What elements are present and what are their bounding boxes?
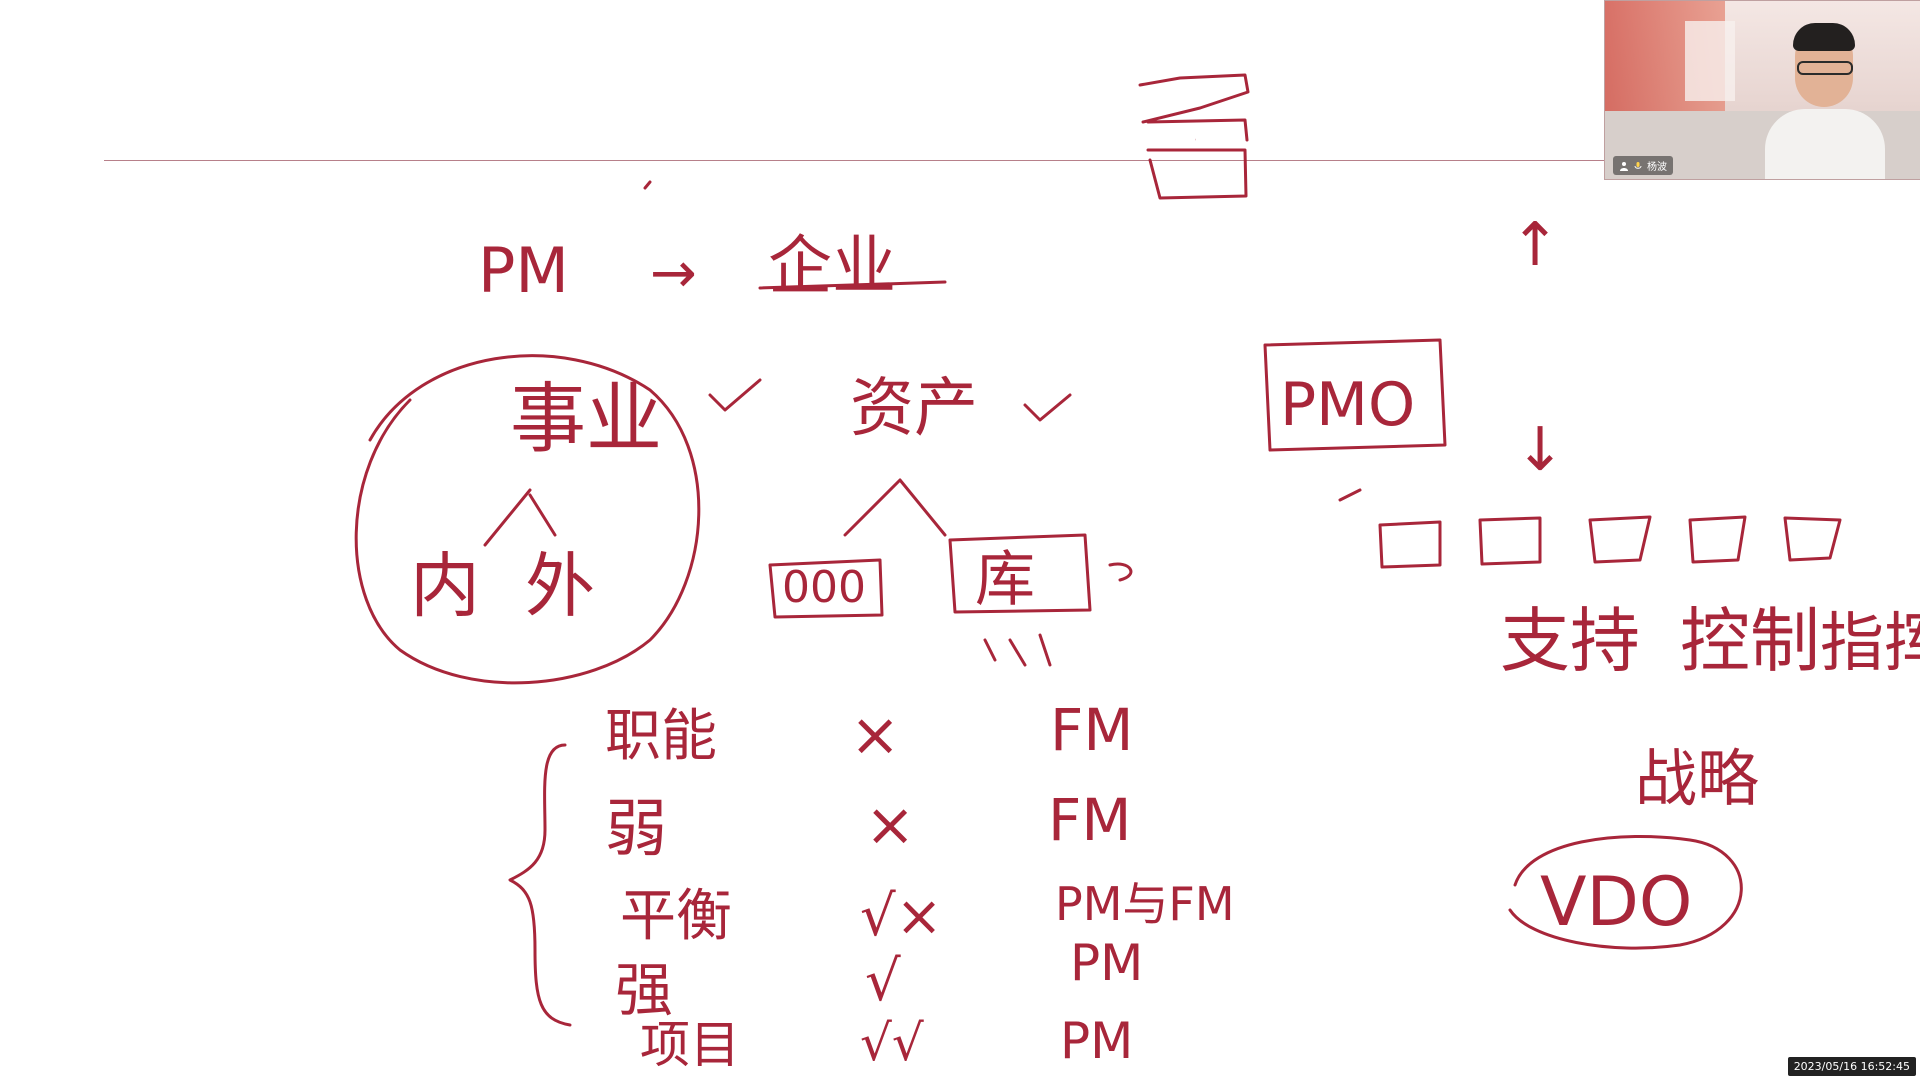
microphone-icon <box>1634 161 1642 169</box>
webcam-window <box>1685 21 1735 101</box>
recording-timestamp: 2023/05/16 16:52:45 <box>1787 1057 1916 1076</box>
check-mark-2 <box>1023 393 1072 422</box>
webcam-user-name: 杨波 <box>1647 162 1667 173</box>
org-type-name-5: 项目 <box>640 1016 740 1074</box>
org-type-name-3: 平衡 <box>620 884 732 949</box>
top-character <box>1138 73 1250 200</box>
pm-label: PM <box>478 234 569 307</box>
org-type-manager-2: FM <box>1048 786 1131 854</box>
circle-outer: 外 <box>525 545 595 627</box>
org-type-mark-5: √√ <box>860 1014 924 1072</box>
presenter-body <box>1765 109 1885 179</box>
asset-title: 资产 <box>850 372 978 446</box>
org-type-manager-3: PM与FM <box>1055 877 1235 931</box>
org-type-name-4: 强 <box>615 956 673 1024</box>
pmo-group: ↑ PMO ↓ 支持 控制 指挥 战略 VDO <box>1263 210 1920 950</box>
org-type-manager-4: PM <box>1070 934 1143 992</box>
check-mark-1 <box>708 378 762 412</box>
webcam-feed: 杨波 <box>1604 0 1920 180</box>
asset-box-label: 000 <box>782 562 866 613</box>
divider-line <box>104 160 1610 161</box>
webcam-name-tag: 杨波 <box>1613 156 1673 175</box>
flow-arrow: → <box>650 241 697 306</box>
org-type-name-2: 弱 <box>605 792 667 865</box>
org-types-brace <box>508 743 572 1027</box>
top-char: 合 <box>1195 138 1196 141</box>
org-type-mark-4: √ <box>865 949 901 1014</box>
enterprise-label: 企业 <box>768 230 896 304</box>
presenter-glasses <box>1797 61 1853 75</box>
vdo-label: VDO <box>1540 863 1692 942</box>
pm-flow: PM → 企业 <box>478 180 947 307</box>
warehouse-label: 库 <box>975 545 1035 615</box>
circle-inner: 内 <box>410 545 480 627</box>
org-type-mark-3: √× <box>860 884 943 949</box>
support-word-1: 支持 <box>1500 600 1640 682</box>
org-type-mark-1: × <box>850 700 900 770</box>
business-circle: 事业 内 外 <box>354 354 701 685</box>
support-word-2: 控制 <box>1680 600 1820 682</box>
org-type-mark-2: × <box>865 790 915 860</box>
org-type-manager-5: PM <box>1060 1012 1133 1070</box>
presenter-hair <box>1793 23 1855 51</box>
org-type-name-1: 职能 <box>605 704 717 769</box>
pmo-label: PMO <box>1280 370 1415 440</box>
circle-title: 事业 <box>510 374 662 463</box>
user-icon <box>1620 161 1628 171</box>
presenter-avatar <box>1765 19 1885 179</box>
pmo-up-arrow: ↑ <box>1510 210 1560 280</box>
asset-group: 资产 000 库 <box>768 372 1133 667</box>
org-type-manager-1: FM <box>1050 696 1133 764</box>
pmo-down-arrow: ↓ <box>1515 415 1565 485</box>
support-word-3: 指挥 <box>1820 607 1920 681</box>
strategy-word: 战略 <box>1635 742 1759 815</box>
org-types-list: 职能 × FM 弱 × FM 平衡 √× PM与FM 强 √ PM 项目 √√ … <box>605 696 1235 1074</box>
